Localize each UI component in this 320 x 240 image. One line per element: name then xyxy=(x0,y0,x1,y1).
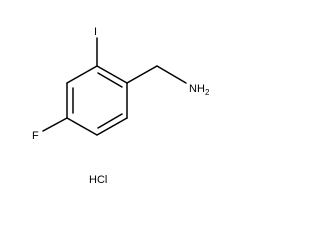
benzene-ring xyxy=(66,65,128,136)
amine-subscript: 2 xyxy=(205,88,210,97)
double-bond-c5-c6 xyxy=(97,113,123,129)
iodine-atom-label: I xyxy=(94,26,97,38)
chemical-structure: I F NH 2 HCl xyxy=(32,26,210,186)
bond-ch2-nitrogen xyxy=(156,65,187,84)
ring-bond-c2-c3 xyxy=(66,65,98,84)
bond-c4-fluorine xyxy=(42,117,68,132)
salt-label: HCl xyxy=(89,174,107,186)
bond-c1-ch2 xyxy=(126,65,158,84)
ring-bond-c5-c6 xyxy=(96,117,128,136)
ring-bond-c1-c2 xyxy=(96,65,128,84)
ring-bond-c4-c5 xyxy=(66,117,98,136)
fluorine-atom-label: F xyxy=(32,130,39,142)
amine-atom-label: NH xyxy=(189,83,205,95)
double-bond-c1-c2 xyxy=(97,72,123,88)
